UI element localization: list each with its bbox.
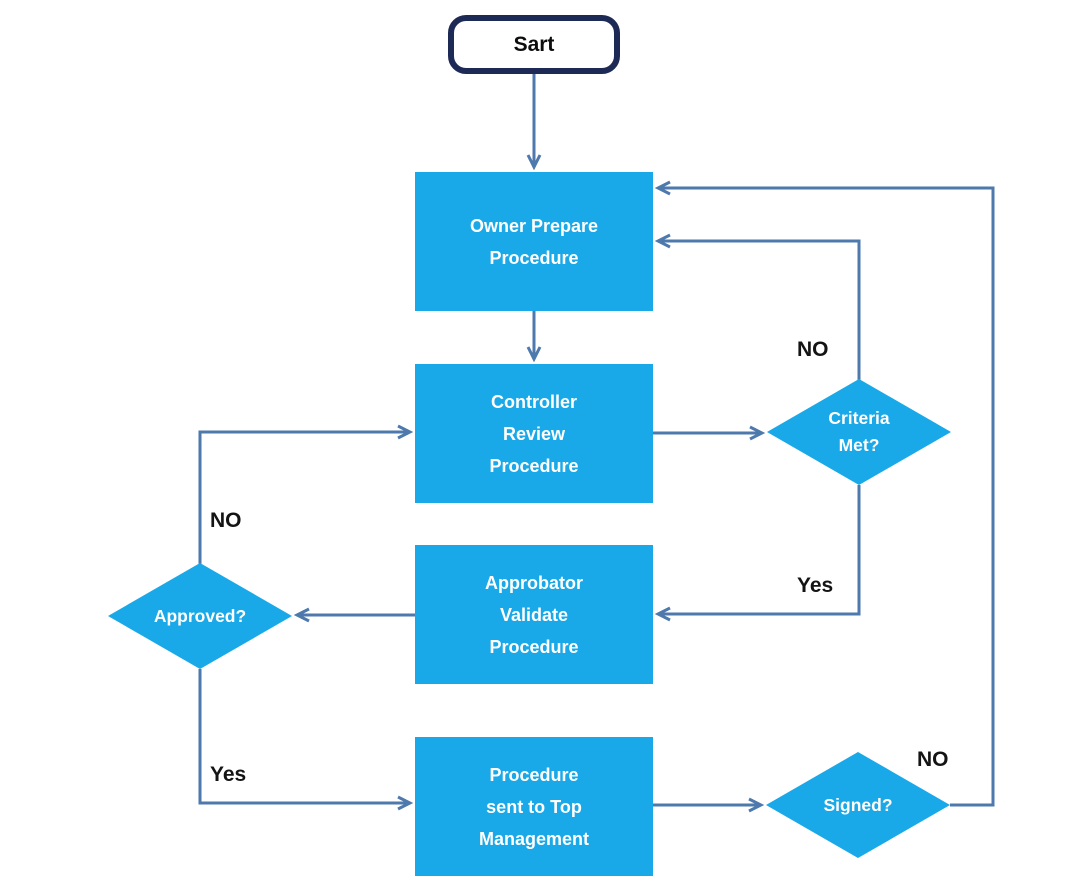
edge-label-criteria-yes: Yes xyxy=(797,574,834,597)
node-label-line: Approved? xyxy=(153,605,247,626)
edge-label-criteria-no: NO xyxy=(797,338,829,361)
node-controller-review-procedure: Controller Review Procedure xyxy=(415,364,653,503)
node-label-line: Procedure xyxy=(489,247,579,268)
node-start: Sart xyxy=(448,15,620,74)
edge-signed-no-to-owner xyxy=(658,188,995,807)
diamond-shape xyxy=(766,752,950,858)
node-label-line: Procedure xyxy=(489,455,579,476)
edge-criteria-yes-to-approbator xyxy=(658,485,861,614)
node-criteria-met-decision: Criteria Met? xyxy=(767,379,951,485)
edge-criteria-no-to-owner xyxy=(658,241,861,381)
node-label-line: Controller xyxy=(490,391,577,412)
node-label-line: Approbator xyxy=(485,572,583,593)
edge-label-signed-no: NO xyxy=(917,748,949,771)
node-procedure-sent-to-top-management: Procedure sent to Top Management xyxy=(415,737,653,876)
diamond-shape xyxy=(767,379,951,485)
node-start-label: Sart xyxy=(513,32,555,56)
node-label-line: Procedure xyxy=(489,764,579,785)
edge-label-approved-yes: Yes xyxy=(210,763,247,786)
node-label-line: Met? xyxy=(838,435,880,455)
edge-approved-yes-to-procedure xyxy=(198,669,410,803)
node-label-line: Criteria xyxy=(828,408,890,428)
node-label-line: Validate xyxy=(499,604,569,625)
node-signed-decision: Signed? xyxy=(766,752,950,858)
diamond-shape xyxy=(108,563,292,669)
node-label-line: sent to Top xyxy=(486,796,582,817)
node-label-line: Review xyxy=(502,423,566,444)
node-label-line: Owner Prepare xyxy=(469,215,599,236)
node-label-line: Procedure xyxy=(489,636,579,657)
node-approbator-validate-procedure: Approbator Validate Procedure xyxy=(415,545,653,684)
node-label-line: Signed? xyxy=(823,794,893,815)
edge-label-approved-no: NO xyxy=(210,509,242,532)
node-owner-prepare-procedure: Owner Prepare Procedure xyxy=(415,172,653,311)
node-label-line: Management xyxy=(478,828,590,849)
edge-approved-no-to-controller xyxy=(198,432,410,564)
node-approved-decision: Approved? xyxy=(108,563,292,669)
